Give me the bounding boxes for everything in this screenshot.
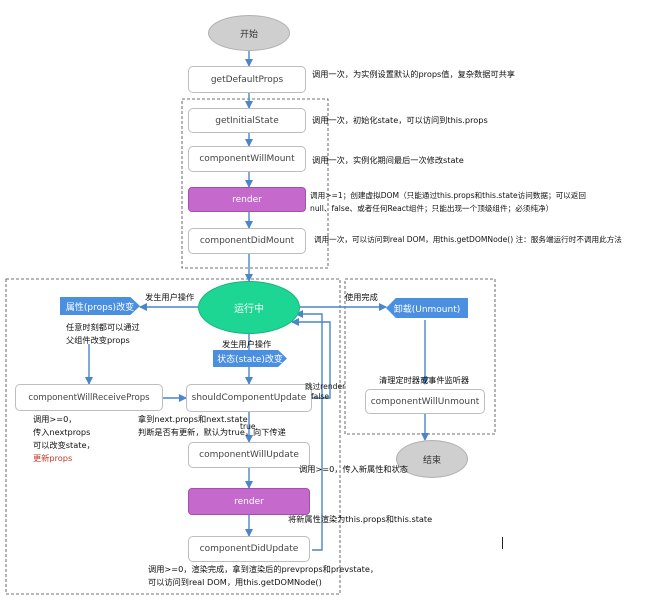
note-scu-line2: 判断是否有更新，默认为true，向下传递: [138, 427, 286, 437]
note-cwrp-line2: 传入nextprops: [33, 427, 91, 437]
start-node: 开始: [208, 15, 290, 51]
arrow-cdu-to-running: [295, 310, 323, 551]
note-clear-timers: 清理定时器或事件监听器: [379, 375, 470, 385]
note-scu-line1: 拿到next.props和next.state: [138, 414, 248, 424]
text-cursor: [502, 537, 503, 549]
get-initial-state-box: getInitialState: [188, 108, 306, 133]
should-component-update-box: shouldComponentUpdate: [186, 384, 312, 412]
note-cwrp-line3: 可以改变state，: [33, 440, 95, 450]
note-false-label: false: [311, 392, 330, 401]
note-render-line2: null、false、或者任何React组件；只能出现一个顶级组件；必须纯净）: [310, 204, 554, 213]
unmount-tag: 卸载(Unmount): [386, 298, 468, 318]
component-will-receive-props-box: componentWillReceiveProps: [15, 384, 163, 411]
note-props-change-line1: 任意时刻都可以通过: [66, 322, 140, 332]
note-render-line1: 调用>=1；创建虚拟DOM（只能通过this.props和this.state访…: [310, 191, 586, 200]
component-will-unmount-box: componentWillUnmount: [365, 389, 485, 414]
note-skip-render: 跳过render: [305, 382, 346, 391]
state-changed-tag: 状态(state)改变: [213, 350, 287, 367]
note-component-will-mount: 调用一次，实例化期间最后一次修改state: [312, 155, 464, 165]
note-cwrp-line1: 调用>=0，: [33, 414, 77, 424]
update-phase-frame: [5, 278, 341, 595]
props-changed-tag: 属性(props)改变: [60, 297, 140, 315]
component-will-mount-box: componentWillMount: [188, 146, 306, 172]
component-did-update-box: componentDidUpdate: [188, 536, 310, 562]
note-component-did-mount: 调用一次，可以访问到real DOM，用this.getDOMNode() 注：…: [314, 235, 622, 244]
unmount-phase-frame: [344, 278, 496, 435]
note-cdu-line2: 可以访问到real DOM，用this.getDOMNode(): [148, 577, 322, 587]
note-render-update: 将新属性渲染为this.props和this.state: [288, 514, 433, 524]
get-default-props-box: getDefaultProps: [188, 66, 306, 93]
note-use-complete: 使用完成: [345, 292, 378, 302]
running-node: 运行中: [198, 281, 300, 334]
note-user-action-left: 发生用户操作: [145, 292, 195, 302]
render-box-mount: render: [188, 187, 306, 212]
mount-phase-frame: [181, 98, 329, 269]
component-did-mount-box: componentDidMount: [188, 228, 306, 254]
note-user-action-mid: 发生用户操作: [222, 339, 272, 349]
note-true-label: true: [240, 422, 256, 431]
note-cwu: 调用>=0，传入新属性和状态: [299, 464, 408, 474]
note-cwrp-line4: 更新props: [33, 453, 73, 463]
component-will-update-box: componentWillUpdate: [188, 442, 310, 468]
note-get-initial-state: 调用一次，初始化state，可以访问到this.props: [312, 115, 488, 125]
note-cdu-line1: 调用>=0，渲染完成，拿到渲染后的prevprops和prevstate，: [148, 564, 379, 574]
end-node: 结束: [396, 440, 468, 478]
note-props-change-line2: 父组件改变props: [66, 335, 130, 345]
arrow-scu-false-to-running: [291, 318, 331, 399]
render-box-update: render: [188, 488, 310, 515]
note-get-default-props: 调用一次，为实例设置默认的props值，复杂数据可共享: [312, 69, 515, 79]
